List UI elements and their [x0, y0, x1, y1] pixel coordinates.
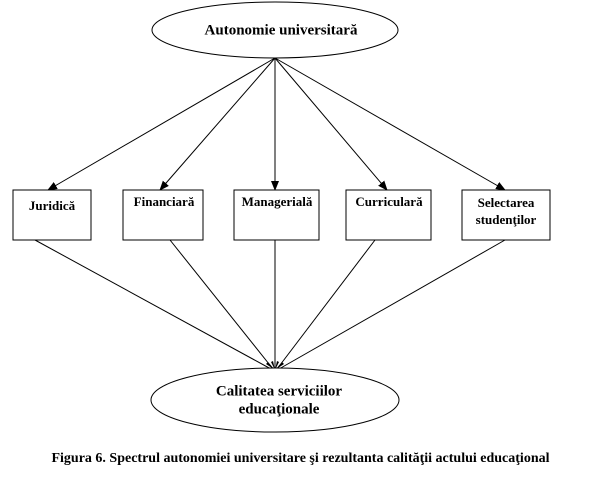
box-selectarea-label-line1: Selectarea [478, 195, 535, 210]
top-node-ellipse [151, 1, 399, 59]
top-node-label: Autonomie universitară [205, 22, 358, 38]
box-juridica-label: Juridică [29, 198, 76, 213]
bottom-node-label-line2: educaţionale [239, 401, 320, 417]
box-selectarea [461, 189, 551, 241]
arrow-to-juridica [47, 57, 276, 191]
arrow-to-curriculara [274, 57, 388, 191]
box-juridica [12, 189, 92, 241]
box-curriculara-label: Curriculară [355, 194, 423, 209]
box-curriculara [345, 189, 432, 241]
arrow-to-financiara [159, 57, 276, 191]
box-financiara-label: Financiară [134, 194, 195, 209]
bottom-node-label-line1: Calitatea serviciilor [216, 383, 343, 399]
line-financiara-to-calitatea [169, 239, 274, 370]
line-curriculara-to-calitatea [276, 239, 376, 370]
line-selectarea-to-calitatea [278, 239, 506, 370]
line-juridica-to-calitatea [34, 239, 272, 370]
bottom-node-ellipse [150, 367, 400, 433]
box-financiara [122, 189, 204, 241]
box-manageriala-label: Managerială [242, 194, 313, 209]
figure-caption: Figura 6. Spectrul autonomiei universita… [51, 451, 550, 466]
arrow-to-selectarea [274, 57, 506, 191]
box-manageriala [233, 189, 320, 241]
convergence-arrowheads [266, 361, 284, 370]
box-selectarea-label-line2: studenţilor [476, 212, 537, 227]
